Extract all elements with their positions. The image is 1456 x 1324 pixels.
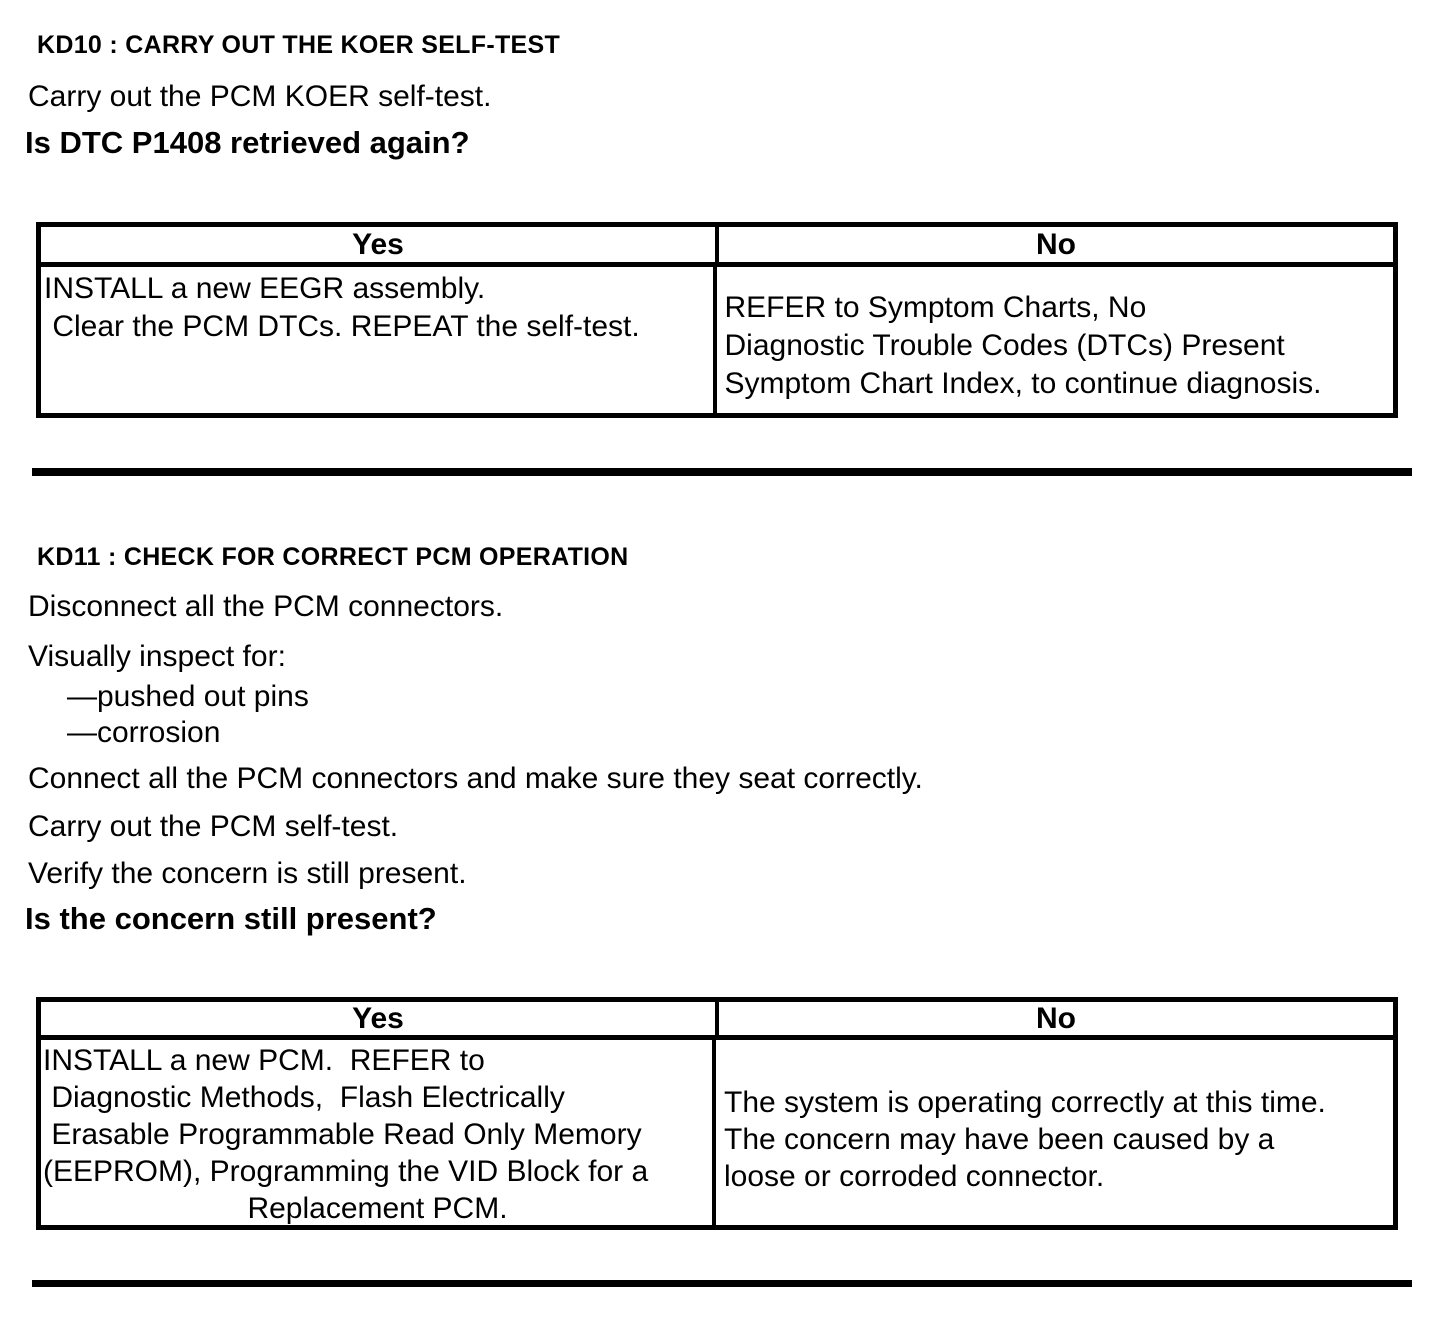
- kd10-table-body-row: INSTALL a new EEGR assembly. Clear the P…: [41, 267, 1393, 413]
- action-line: The concern may have been caused by a: [724, 1123, 1275, 1156]
- action-line: REFER to Symptom Charts, No: [724, 291, 1147, 324]
- action-line: Diagnostic Trouble Codes (DTCs) Present: [724, 329, 1285, 362]
- action-line: Erasable Programmable Read Only Memory: [43, 1118, 642, 1151]
- kd10-yes-action-cell: INSTALL a new EEGR assembly. Clear the P…: [41, 267, 713, 413]
- no-column-header: No: [715, 227, 1393, 262]
- kd11-decision-table: Yes No INSTALL a new PCM. REFER to Diagn…: [36, 997, 1398, 1230]
- action-line: Clear the PCM DTCs. REPEAT the self-test…: [44, 310, 640, 343]
- section-divider-rule: [32, 468, 1412, 476]
- yes-column-header: Yes: [352, 228, 404, 261]
- kd11-procedure-paragraph: Disconnect all the PCM connectors.: [28, 590, 504, 623]
- kd11-table-header-row: Yes No: [41, 1002, 1393, 1040]
- kd11-no-action-cell: The system is operating correctly at thi…: [712, 1040, 1393, 1225]
- action-line: loose or corroded connector.: [724, 1160, 1105, 1193]
- action-line: Symptom Chart Index, to continue diagnos…: [724, 367, 1322, 400]
- inspection-list-item: —pushed out pins: [67, 680, 309, 713]
- yes-column-header: Yes: [352, 1002, 404, 1035]
- kd11-step-heading: KD11 : CHECK FOR CORRECT PCM OPERATION: [37, 543, 629, 571]
- action-line: (EEPROM), Programming the VID Block for …: [43, 1155, 649, 1188]
- action-line: Replacement PCM.: [247, 1192, 508, 1225]
- inspection-list-item: —corrosion: [67, 716, 221, 749]
- kd11-procedure-paragraph: Carry out the PCM self-test.: [28, 810, 399, 843]
- section-divider-rule: [32, 1280, 1412, 1287]
- kd10-table-header-row: Yes No: [41, 227, 1393, 267]
- no-column-header: No: [715, 1002, 1393, 1035]
- kd11-procedure-paragraph: Verify the concern is still present.: [28, 857, 467, 890]
- kd11-procedure-paragraph: Connect all the PCM connectors and make …: [28, 762, 923, 795]
- kd11-procedure-paragraph: Visually inspect for:: [28, 640, 286, 673]
- kd10-procedure-paragraph: Carry out the PCM KOER self-test.: [28, 80, 492, 113]
- kd11-decision-question: Is the concern still present?: [25, 901, 437, 936]
- action-line: INSTALL a new PCM. REFER to: [43, 1044, 485, 1077]
- action-line: INSTALL a new EEGR assembly.: [44, 272, 486, 305]
- kd10-no-action-cell: REFER to Symptom Charts, No Diagnostic T…: [712, 267, 1394, 413]
- action-line: Diagnostic Methods, Flash Electrically: [43, 1081, 565, 1114]
- kd11-yes-action-cell: INSTALL a new PCM. REFER to Diagnostic M…: [41, 1040, 712, 1225]
- kd11-table-body-row: INSTALL a new PCM. REFER to Diagnostic M…: [41, 1040, 1393, 1225]
- kd10-decision-question: Is DTC P1408 retrieved again?: [25, 125, 470, 160]
- kd10-decision-table: Yes No INSTALL a new EEGR assembly. Clea…: [36, 222, 1398, 418]
- action-line: The system is operating correctly at thi…: [724, 1086, 1326, 1119]
- kd10-step-heading: KD10 : CARRY OUT THE KOER SELF-TEST: [37, 31, 561, 59]
